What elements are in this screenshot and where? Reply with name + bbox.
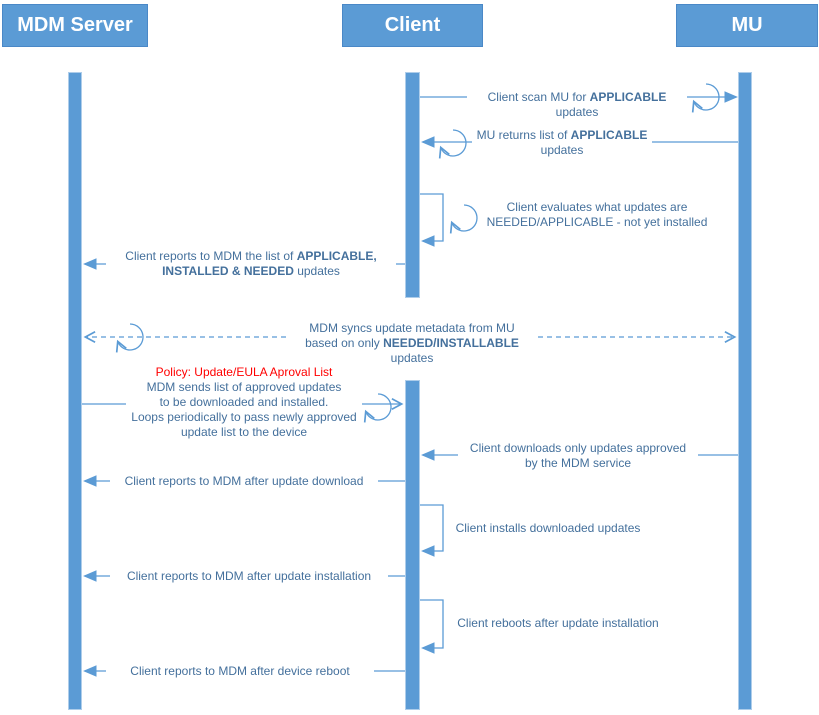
arrow-reboots-self [420,599,444,654]
loop-icon [449,204,478,234]
loop-icon [115,323,144,353]
message-reports-list-label: Client reports to MDM the list of APPLIC… [106,249,396,279]
arrow-evaluates-self [420,193,444,247]
message-scan-label: Client scan MU for APPLICABLE updates [467,90,687,120]
message-installs-label: Client installs downloaded updates [448,521,648,536]
message-policy-label: Policy: Update/EULA Aproval List MDM sen… [126,365,362,440]
actor-box-client: Client [342,4,483,47]
loop-icon [691,83,720,113]
loop-icon [363,393,392,423]
actor-box-mu: MU [676,4,818,47]
loop-icon [438,129,467,159]
message-sync-label: MDM syncs update metadata from MU based … [286,321,538,366]
lifeline-client-upper [405,72,420,298]
message-returns-label: MU returns list of APPLICABLE updates [472,128,652,158]
actor-label: MU [731,14,763,36]
message-evaluates-label: Client evaluates what updates are NEEDED… [486,200,708,230]
arrow-installs-self [420,504,444,557]
message-reboots-label: Client reboots after update installation [448,616,668,631]
message-downloads-label: Client downloads only updates approved b… [458,441,698,471]
message-report-install-label: Client reports to MDM after update insta… [110,569,388,584]
lifeline-client-lower [405,380,420,710]
actor-box-mdm-server: MDM Server [2,4,148,47]
lifeline-mu [738,72,752,710]
lifeline-mdm-server [68,72,82,710]
policy-title: Policy: Update/EULA Aproval List [155,365,333,379]
message-report-reboot-label: Client reports to MDM after device reboo… [106,664,374,679]
actor-label: MDM Server [17,14,133,36]
message-report-download-label: Client reports to MDM after update downl… [110,474,378,489]
actor-label: Client [384,14,441,36]
